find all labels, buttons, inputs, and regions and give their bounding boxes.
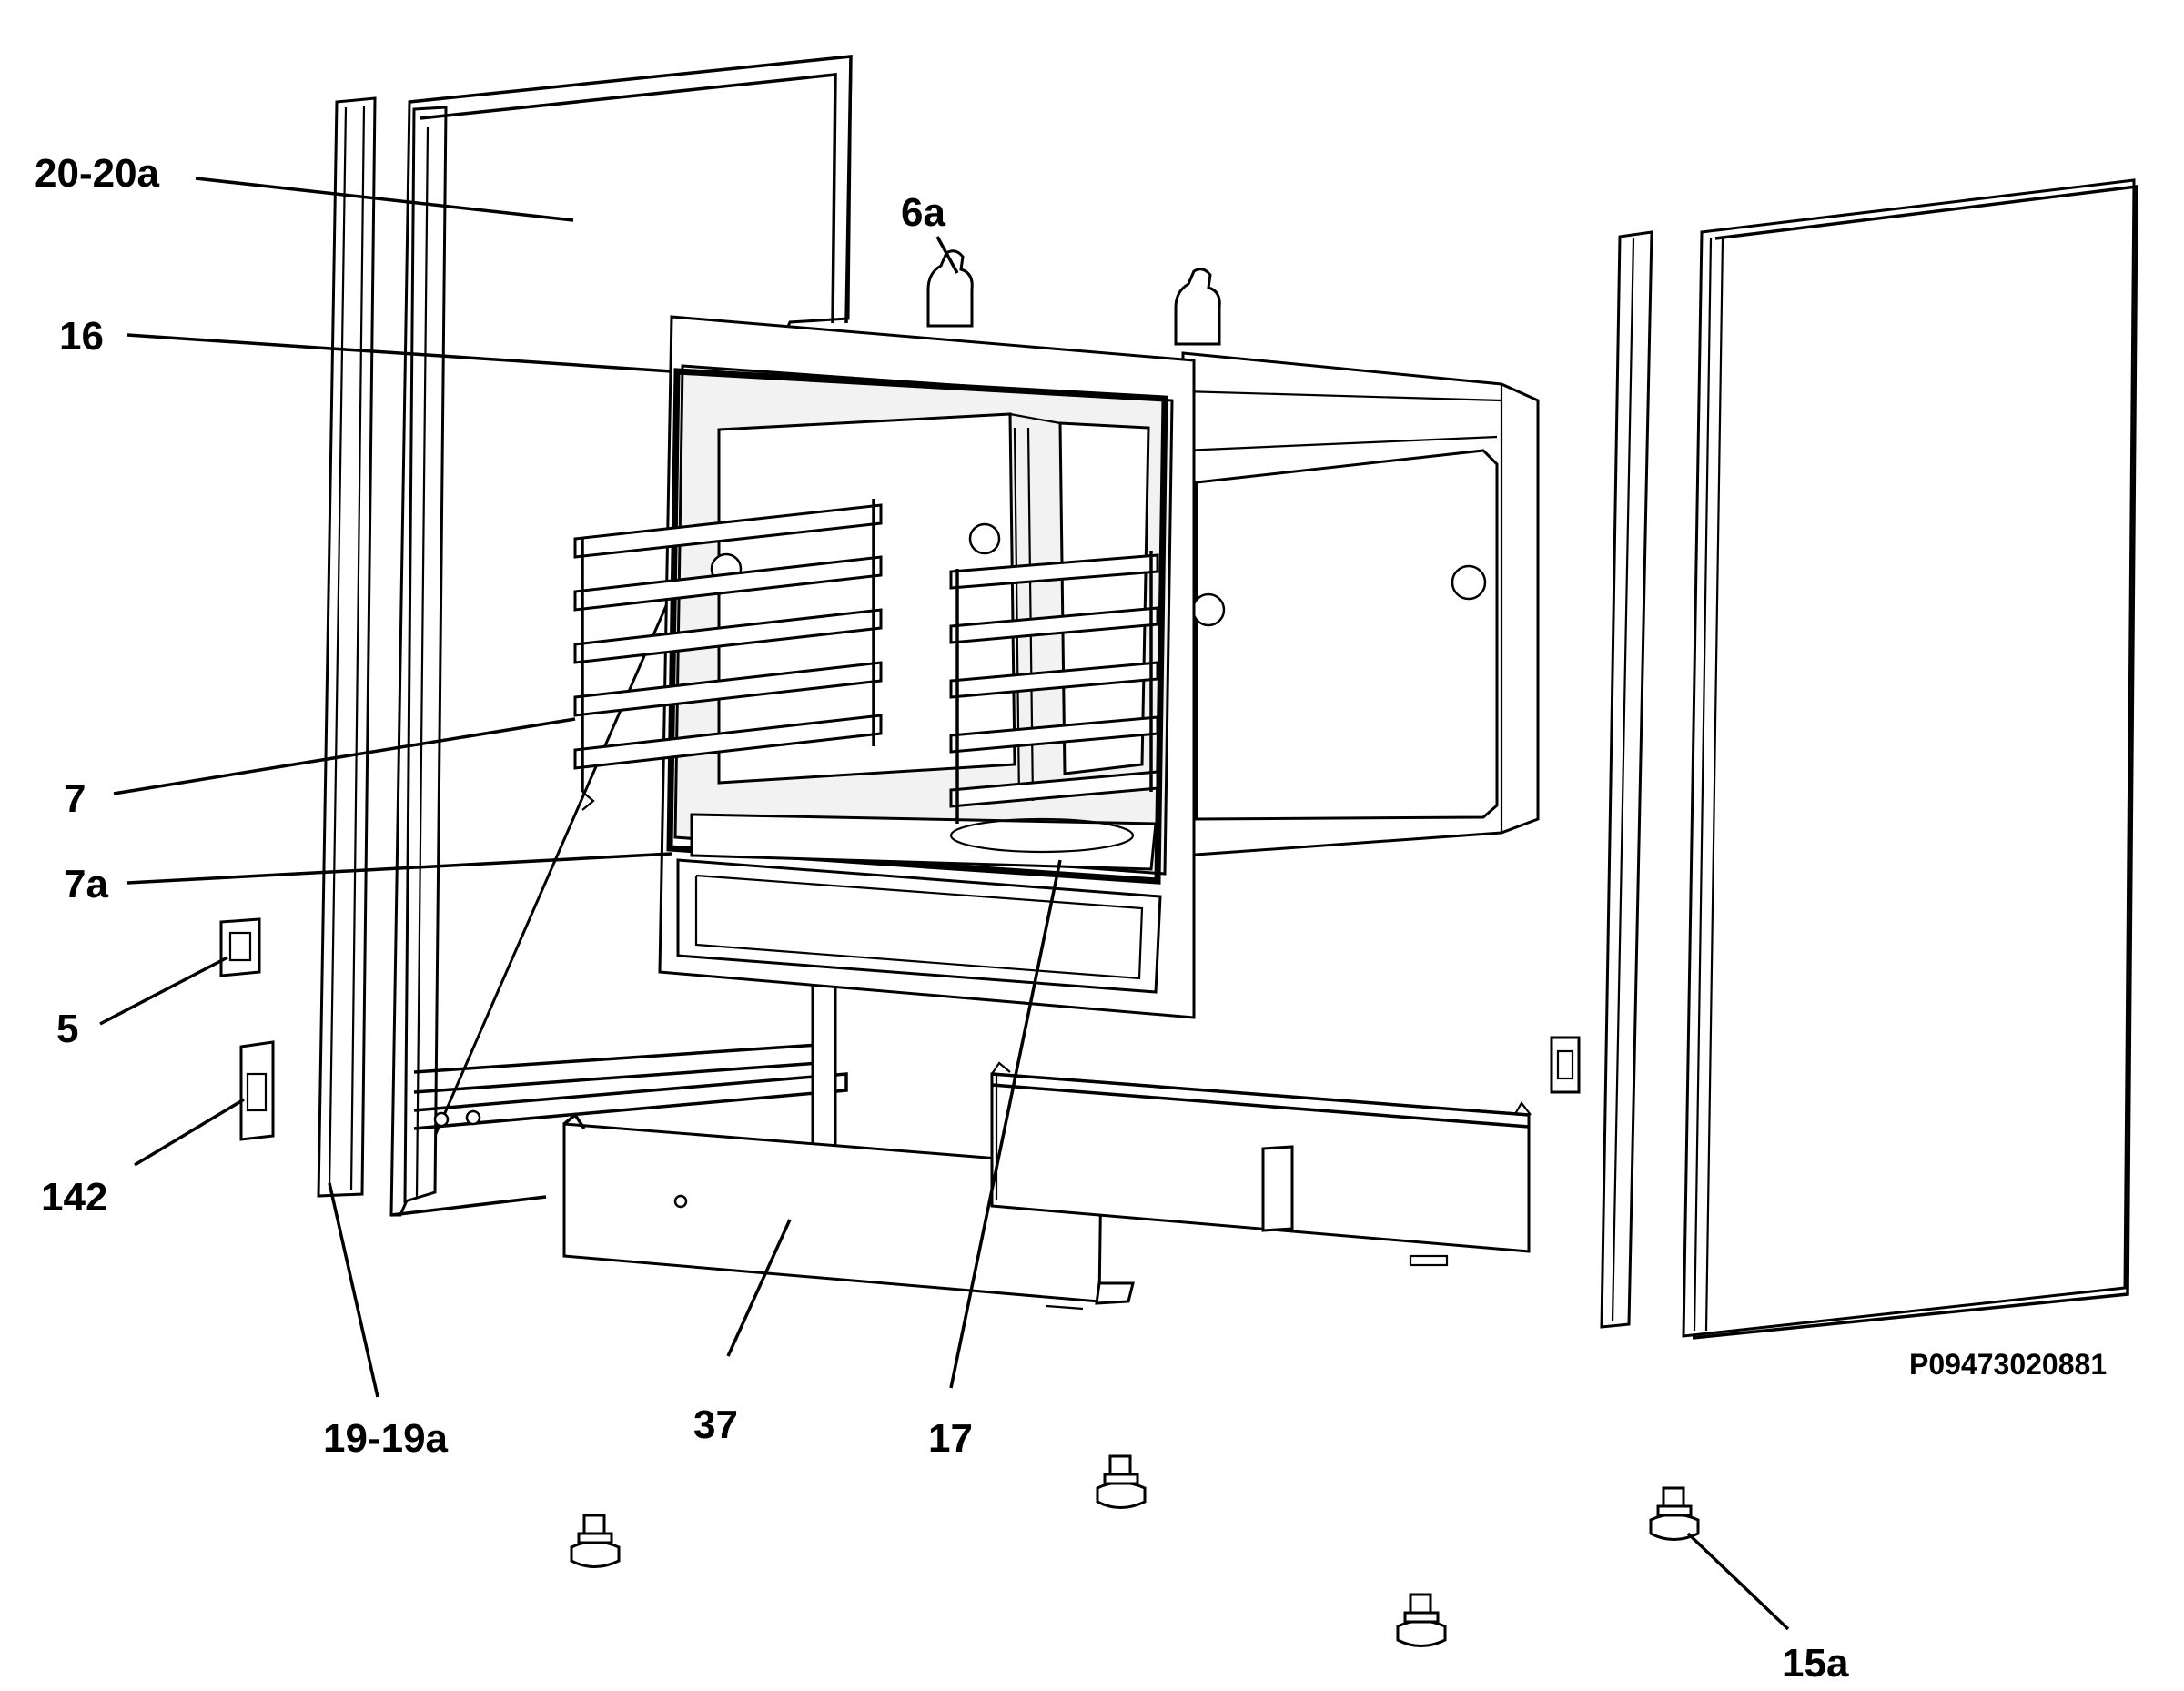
callout-6a: 6a [901, 190, 945, 235]
callout-7a: 7a [64, 862, 108, 906]
callout-7: 7 [64, 776, 86, 821]
callout-20-20a: 20-20a [35, 151, 160, 196]
foot-3 [1396, 1593, 1447, 1647]
foot-4 [1649, 1486, 1700, 1541]
foot-1 [570, 1514, 621, 1568]
bottom-rear-rail [990, 1061, 1532, 1267]
drawing-code: P09473020881 [1909, 1348, 2107, 1381]
foot-2 [1096, 1454, 1147, 1509]
callout-17: 17 [928, 1416, 973, 1461]
callout-19-19a: 19-19a [323, 1416, 449, 1461]
left-shelf-support [573, 499, 883, 811]
clip-part-142 [239, 1040, 275, 1141]
left-side-strip [317, 96, 377, 1198]
callout-16: 16 [59, 314, 104, 359]
clip-right-side [1550, 1036, 1581, 1094]
oven-cavity [658, 315, 1540, 1019]
bottom-plinth-front [562, 1112, 1135, 1311]
top-clip-right [1174, 268, 1221, 346]
right-side-strip [1600, 230, 1653, 1329]
callout-15a: 15a [1782, 1641, 1849, 1686]
callout-5: 5 [56, 1007, 78, 1051]
top-clip-left [926, 249, 974, 328]
right-side-panel [1682, 178, 2138, 1340]
callout-142: 142 [41, 1175, 107, 1220]
clip-part-5 [219, 917, 261, 977]
callout-37: 37 [693, 1402, 738, 1447]
leader-lines [99, 177, 1790, 1631]
right-shelf-support [949, 551, 1159, 824]
